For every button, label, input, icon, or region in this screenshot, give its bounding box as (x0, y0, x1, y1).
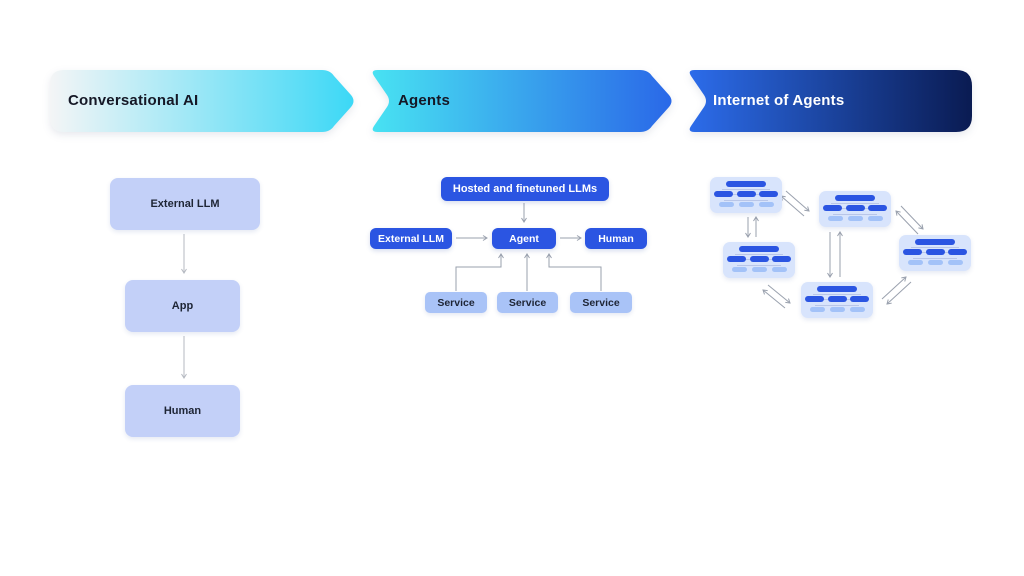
node-agents-external-llm: External LLM (370, 228, 452, 249)
banner-shape-internet-of-agents (689, 70, 972, 132)
arrow-clusterE-to-clusterB (895, 210, 919, 235)
node-service-3: Service (570, 292, 632, 313)
cluster-service-pills (899, 260, 971, 265)
arrow-clusterA-to-clusterB (785, 190, 810, 212)
arrow-service3-to-agent (546, 253, 602, 291)
cluster-agent-bar (835, 195, 875, 201)
arrow-clusterD-to-clusterE (881, 276, 907, 300)
cluster-service-pills (723, 267, 795, 272)
node-agent: Agent (492, 228, 556, 249)
arrow-clusterC-to-clusterD (767, 284, 791, 304)
cluster-service-pills (801, 307, 873, 312)
node-human: Human (125, 385, 240, 437)
cluster-connector-line (833, 214, 877, 215)
agent-cluster-card-d (801, 282, 873, 318)
cluster-service-pills (819, 216, 891, 221)
node-app: App (125, 280, 240, 332)
banner-label-2: Internet of Agents (713, 92, 845, 109)
agent-cluster-card-b (819, 191, 891, 227)
cluster-mid-pills (714, 191, 778, 197)
cluster-agent-bar (726, 181, 766, 187)
node-hosted-finetuned-llms: Hosted and finetuned LLMs (441, 177, 609, 201)
cluster-connector-line (722, 189, 770, 190)
arrow-clusterE-to-clusterD (886, 281, 912, 305)
cluster-connector-line (831, 203, 879, 204)
cluster-mid-pills (727, 256, 791, 262)
node-service-1: Service (425, 292, 487, 313)
banner-chevrons (50, 70, 972, 132)
cluster-agent-bar (739, 246, 779, 252)
cluster-mid-pills (823, 205, 887, 211)
node-external-llm: External LLM (110, 178, 260, 230)
banner-label-1: Agents (398, 92, 451, 109)
banner-shape-conversational-ai (50, 70, 354, 132)
arrow-clusterB-to-clusterA (780, 195, 805, 217)
cluster-connector-line (911, 247, 959, 248)
banner-label-0: Conversational AI (68, 92, 199, 109)
arrow-clusterD-to-clusterC (762, 289, 786, 309)
cluster-mid-pills (903, 249, 967, 255)
agent-cluster-card-a (710, 177, 782, 213)
arrow-clusterB-to-clusterE (900, 205, 924, 230)
cluster-connector-line (724, 200, 768, 201)
agent-cluster-card-e (899, 235, 971, 271)
cluster-service-pills (710, 202, 782, 207)
cluster-agent-bar (817, 286, 857, 292)
cluster-connector-line (813, 294, 861, 295)
agent-cluster-card-c (723, 242, 795, 278)
cluster-connector-line (913, 258, 957, 259)
cluster-connector-line (735, 254, 783, 255)
cluster-connector-line (815, 305, 859, 306)
banner-shape-agents (372, 70, 672, 132)
node-agents-human: Human (585, 228, 647, 249)
arrow-service1-to-agent (455, 253, 504, 291)
cluster-agent-bar (915, 239, 955, 245)
cluster-mid-pills (805, 296, 869, 302)
node-service-2: Service (497, 292, 558, 313)
cluster-connector-line (737, 265, 781, 266)
